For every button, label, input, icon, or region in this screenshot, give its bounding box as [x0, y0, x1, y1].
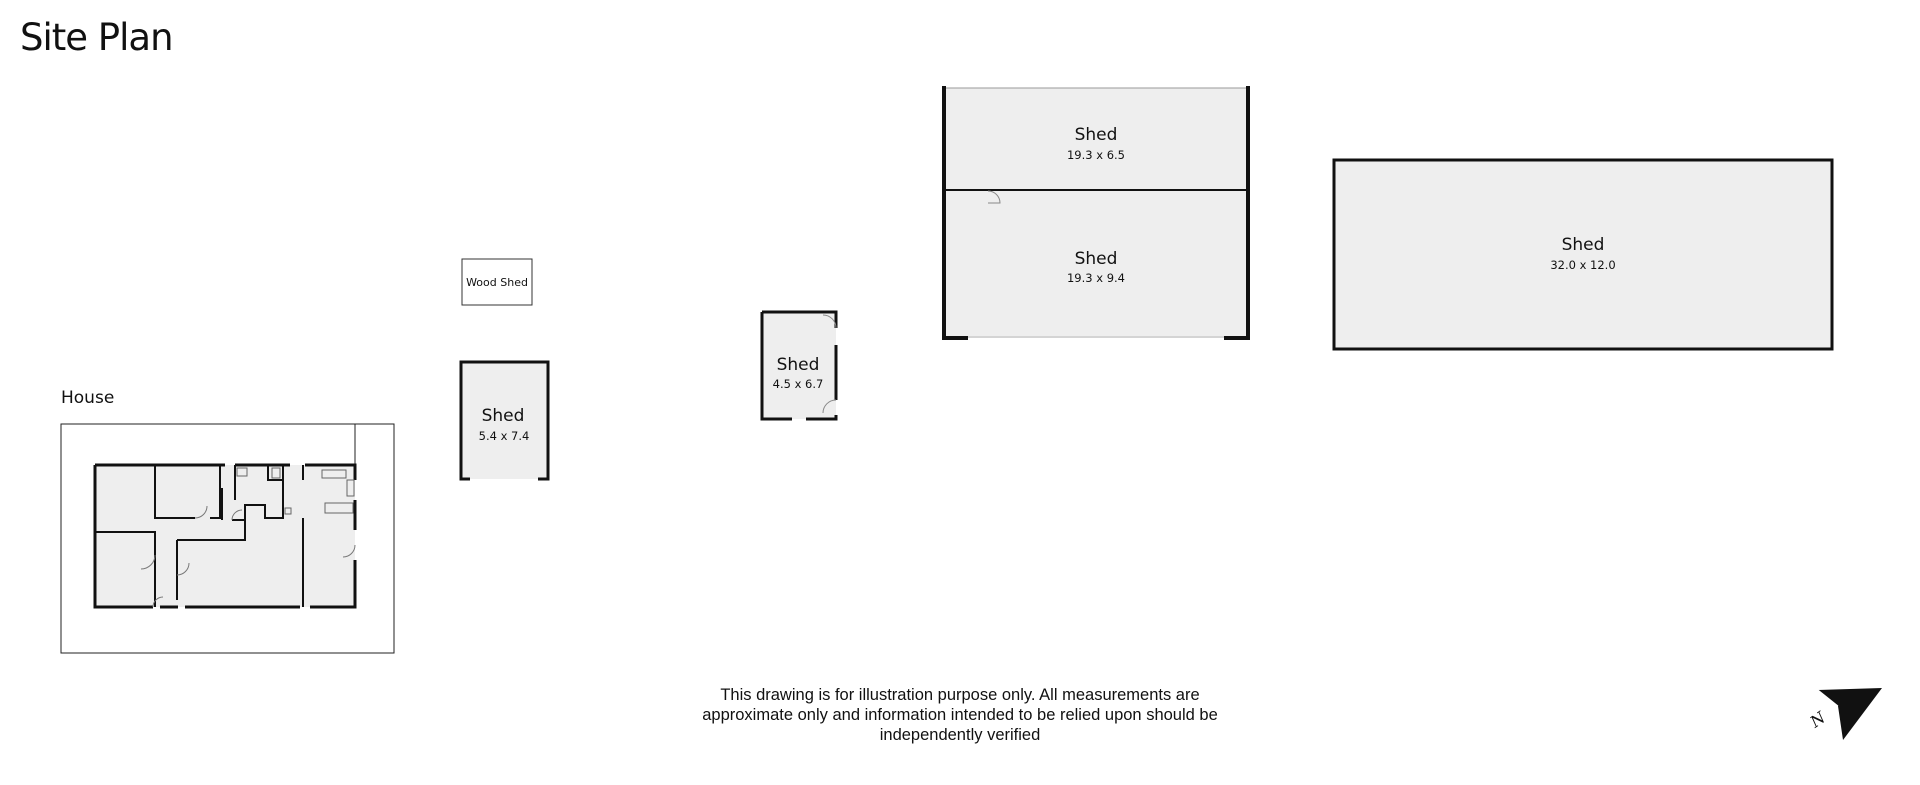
house-kitchen-bench	[321, 469, 347, 479]
house-appliance	[284, 507, 292, 515]
shed-32-x-12: Shed 32.0 x 12.0	[1332, 158, 1834, 351]
shed-door-swing	[987, 190, 1001, 204]
shed-dimensions: 4.5 x 6.7	[773, 377, 824, 391]
north-arrow-icon: N	[1806, 688, 1882, 740]
disclaimer-line: This drawing is for illustration purpose…	[720, 686, 1200, 704]
house-interior-walls	[95, 465, 304, 607]
shed-door-swings	[822, 314, 837, 414]
shed-side-walls	[942, 86, 1250, 340]
page-title: Site Plan	[20, 16, 174, 59]
house-label: House	[61, 388, 115, 408]
shed-walls	[760, 310, 838, 421]
disclaimer-line: independently verified	[879, 726, 1041, 744]
shed-walls	[459, 360, 550, 481]
wood-shed-label: Wood Shed	[466, 276, 528, 289]
wood-shed-outline	[461, 258, 533, 306]
shed-lower-label: Shed	[1075, 249, 1118, 269]
house-toilet-fixture	[271, 467, 281, 479]
disclaimer-line: approximate only and information intende…	[702, 706, 1218, 724]
disclaimer: This drawing is for illustration purpose…	[660, 685, 1260, 745]
house-island-bench	[324, 502, 354, 514]
house-bath-fixture	[236, 467, 248, 477]
house-room-bed1	[97, 467, 154, 531]
shed-4-5-x-6-7: Shed 4.5 x 6.7	[760, 310, 838, 421]
shed-lower-dimensions: 19.3 x 9.4	[1067, 271, 1125, 285]
shed-label: Shed	[482, 406, 525, 426]
shed-floor	[762, 312, 836, 419]
house-exterior-walls	[93, 463, 357, 609]
shed-dimensions: 5.4 x 7.4	[479, 429, 530, 443]
shed-upper-label: Shed	[1075, 125, 1118, 145]
house-plan	[60, 423, 395, 654]
shed-outline	[1332, 158, 1834, 351]
shed-label: Shed	[777, 355, 820, 375]
shed-dimensions: 32.0 x 12.0	[1550, 258, 1615, 272]
shed-floor	[461, 362, 548, 479]
shed-upper-dimensions: 19.3 x 6.5	[1067, 148, 1125, 162]
house-sink-fixture	[346, 479, 355, 497]
shed-floor	[944, 88, 1248, 338]
wood-shed: Wood Shed	[461, 258, 533, 306]
house-lot-boundary	[60, 423, 395, 654]
shed-label: Shed	[1562, 235, 1605, 255]
double-shed: Shed 19.3 x 6.5 Shed 19.3 x 9.4	[942, 86, 1250, 340]
north-letter: N	[1806, 707, 1830, 732]
house-room-bed2	[97, 534, 154, 605]
house-door-swings	[140, 505, 356, 608]
shed-5-4-x-7-4: Shed 5.4 x 7.4	[459, 360, 550, 481]
